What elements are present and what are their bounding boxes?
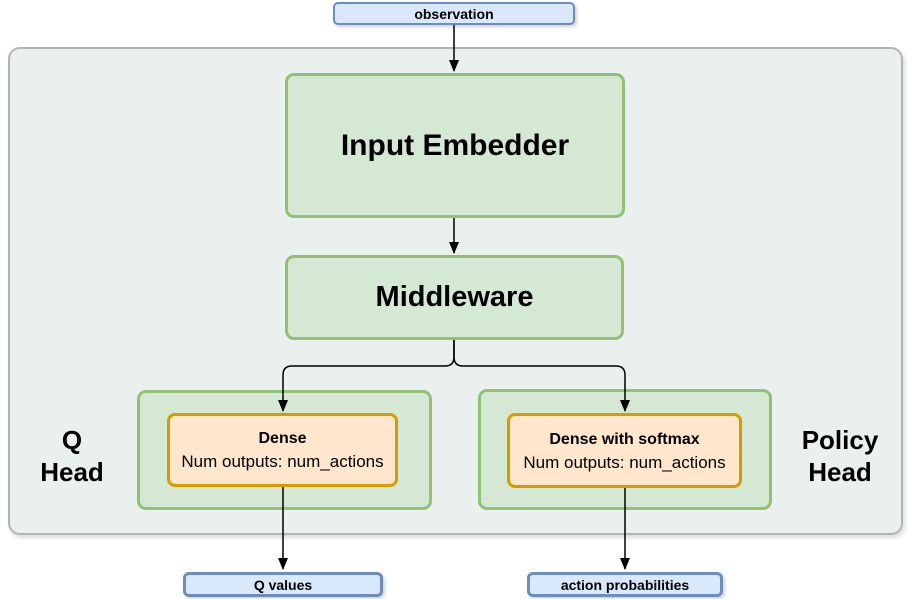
- action-probabilities-node: action probabilities: [527, 572, 723, 597]
- dense-softmax-node: Dense with softmax Num outputs: num_acti…: [507, 413, 742, 488]
- dense-softmax-title: Dense with softmax: [549, 430, 700, 448]
- q-values-label: Q values: [253, 576, 313, 593]
- q-head-label: Q Head: [12, 424, 132, 488]
- dense-title: Dense: [258, 430, 307, 447]
- dense-softmax-subtitle: Num outputs: num_actions: [523, 452, 726, 472]
- policy-head-label-line1: Policy: [801, 425, 879, 455]
- policy-head-label-line2: Head: [808, 457, 872, 487]
- q-head-label-line1: Q: [61, 425, 83, 455]
- dense-node: Dense Num outputs: num_actions: [167, 413, 398, 487]
- q-head-label-line2: Head: [40, 457, 104, 487]
- observation-label: observation: [414, 5, 494, 22]
- input-embedder-node: Input Embedder: [285, 73, 625, 218]
- input-embedder-label: Input Embedder: [340, 128, 570, 162]
- middleware-node: Middleware: [285, 255, 624, 340]
- q-values-node: Q values: [183, 572, 383, 597]
- middleware-label: Middleware: [375, 281, 534, 313]
- observation-node: observation: [333, 2, 575, 25]
- policy-head-label: Policy Head: [780, 424, 900, 488]
- action-probabilities-label: action probabilities: [560, 576, 690, 593]
- dense-subtitle: Num outputs: num_actions: [181, 452, 384, 471]
